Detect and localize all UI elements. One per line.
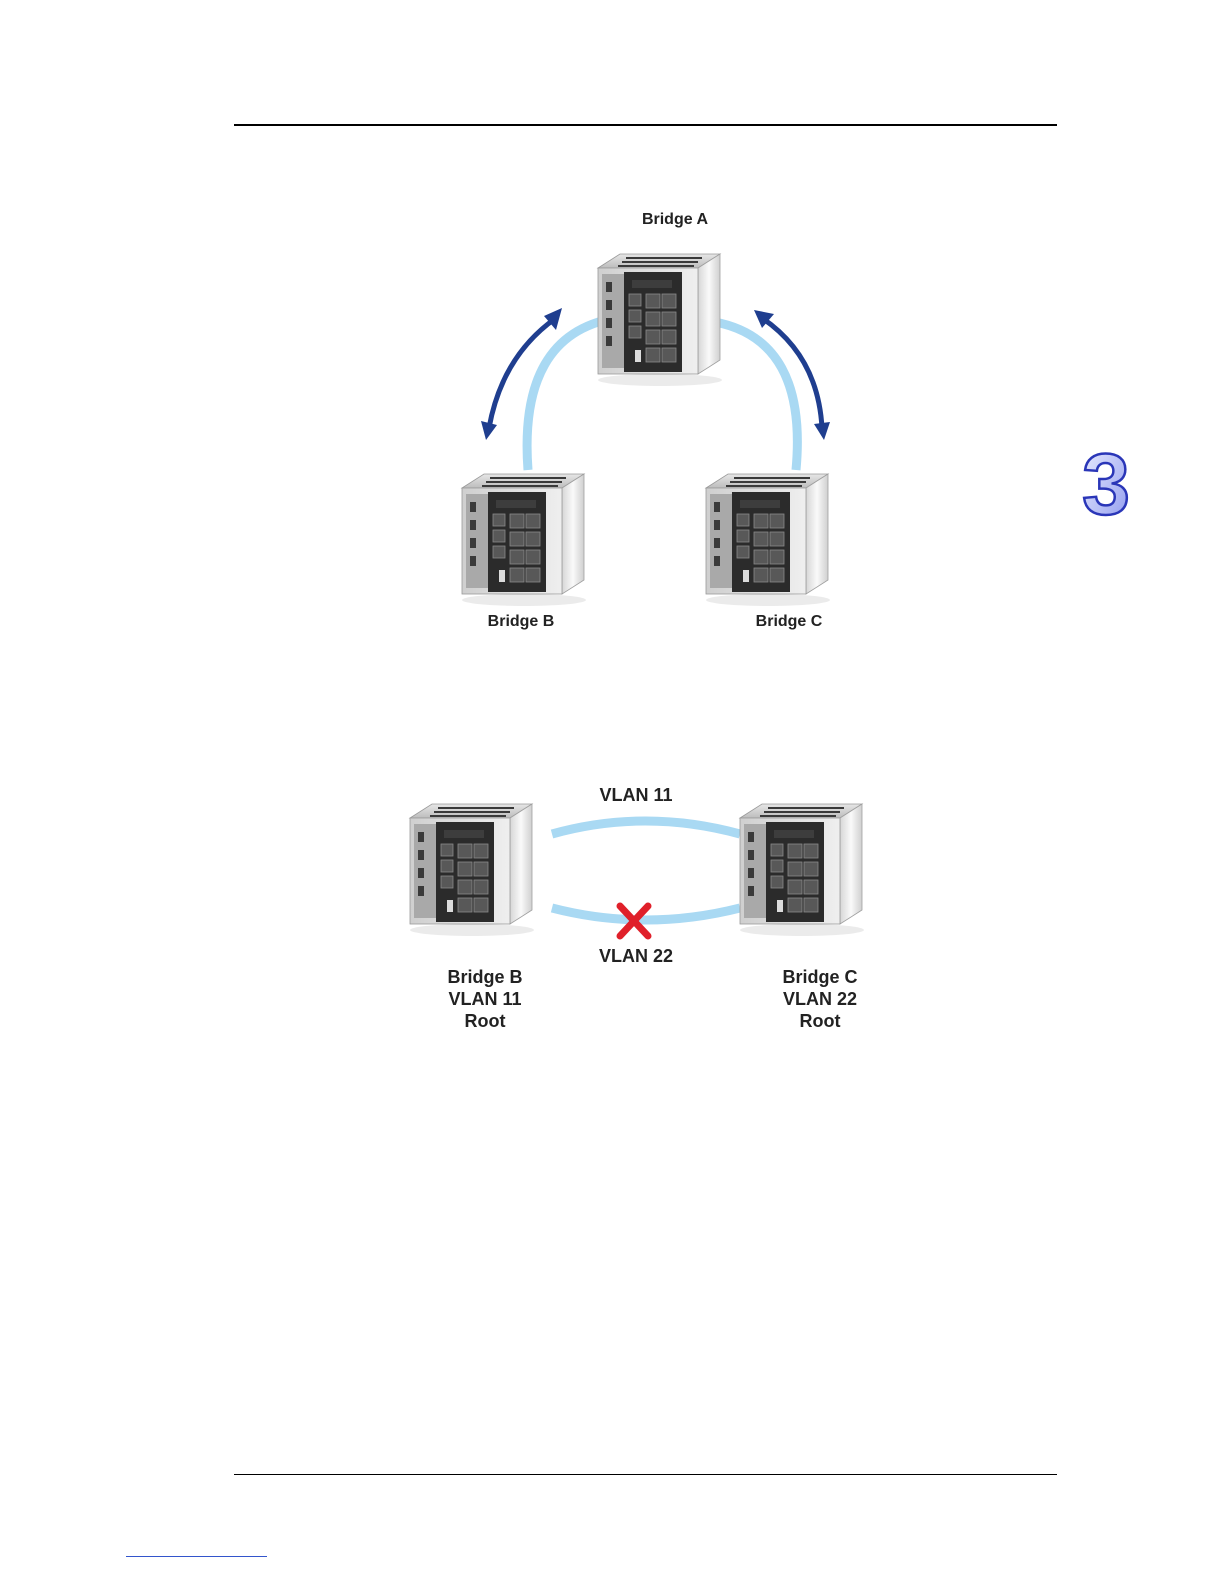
triangle-diagram: Bridge A Bridge B Bridge C [462, 211, 830, 630]
switch-bridge-a [598, 254, 722, 386]
chapter-number-badge: 3 [1082, 437, 1130, 533]
switch-vlan-bridge-c [740, 804, 864, 936]
label-bridge-c: Bridge C [756, 613, 823, 630]
label-vlan-11-link: VLAN 11 [599, 785, 672, 805]
label-bridge-b: Bridge B [488, 613, 555, 630]
caption-line: VLAN 11 [448, 989, 521, 1009]
vlan-diagram: VLAN 11 VLAN 22 Bridge B VLAN 11 Root Br… [410, 785, 864, 1031]
left-bridge-caption: Bridge B VLAN 11 Root [447, 967, 522, 1031]
switch-bridge-b [462, 474, 586, 606]
link-a-c [715, 322, 797, 470]
caption-line: Bridge B [447, 967, 522, 987]
caption-line: Bridge C [782, 967, 857, 987]
caption-line: VLAN 22 [783, 989, 857, 1009]
caption-line: Root [800, 1011, 841, 1031]
link-vlan-11 [552, 821, 740, 834]
right-bridge-caption: Bridge C VLAN 22 Root [782, 967, 857, 1031]
switch-bridge-c [706, 474, 830, 606]
label-bridge-a: Bridge A [642, 211, 709, 228]
caption-line: Root [465, 1011, 506, 1031]
arrow-left [481, 308, 562, 440]
label-vlan-22-link: VLAN 22 [599, 946, 673, 966]
switch-vlan-bridge-b [410, 804, 534, 936]
